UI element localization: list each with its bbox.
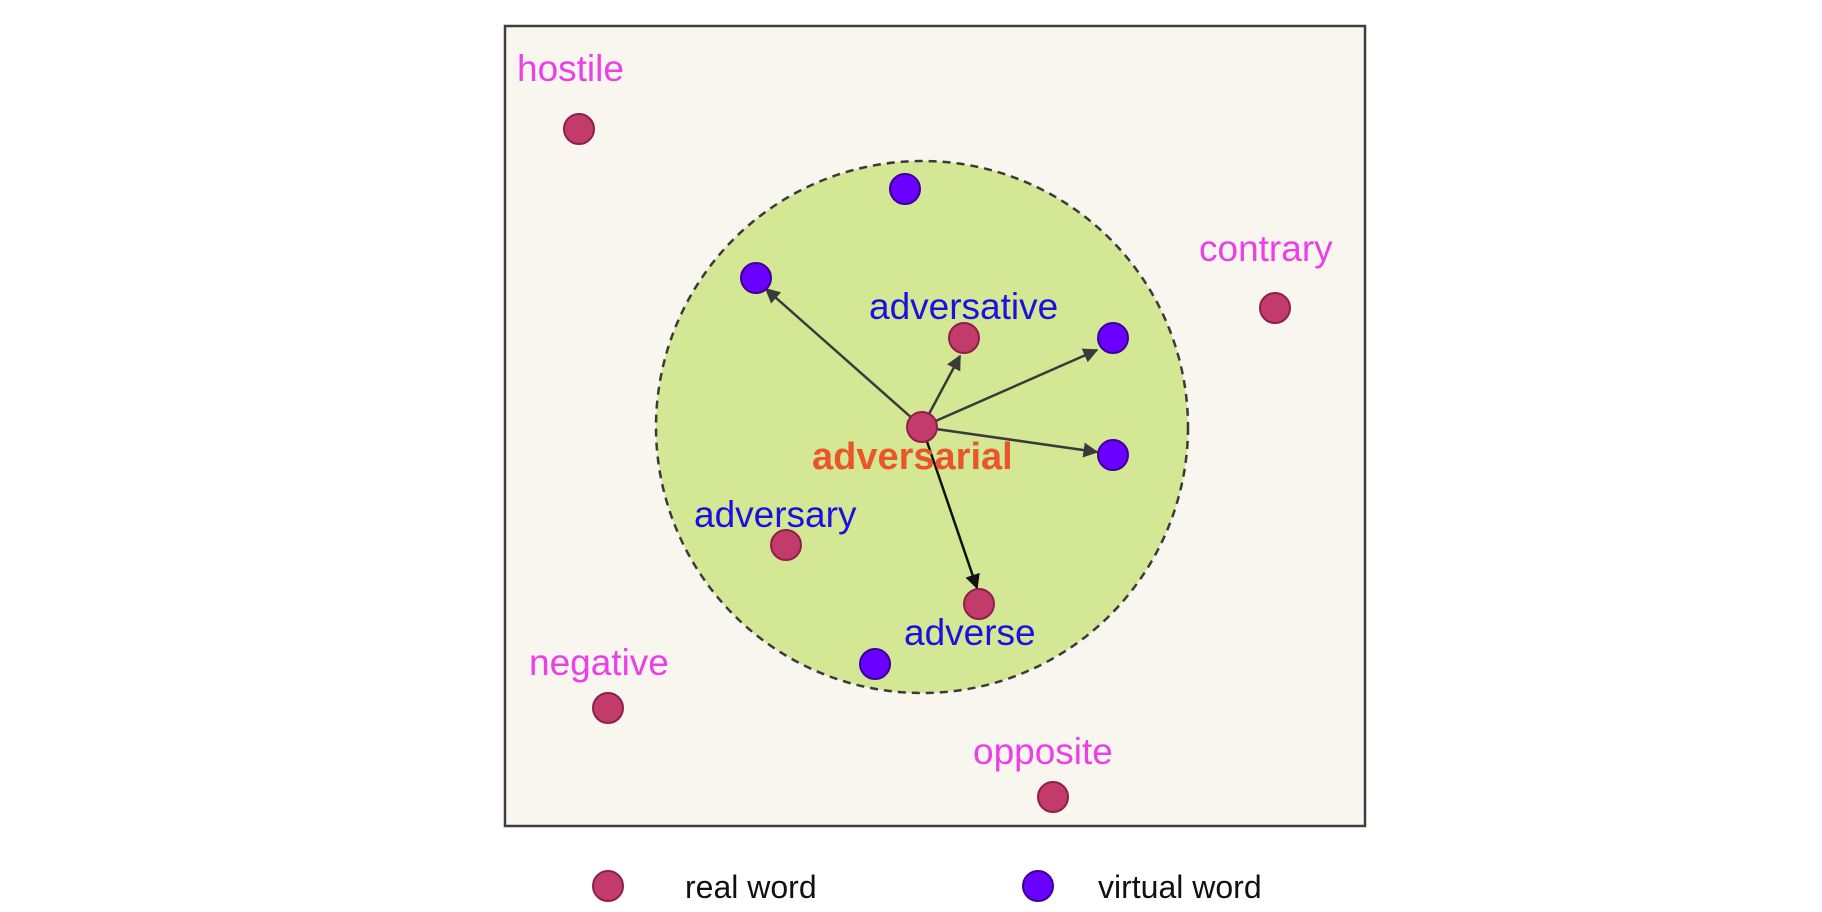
label-adversative: adversative [869, 286, 1058, 327]
arrow-to-virtual-upper-left [764, 288, 923, 428]
legend: real word virtual word [592, 869, 1262, 905]
virtual-word-dot-top [889, 173, 921, 205]
real-word-dot-adverse [963, 588, 995, 620]
real-word-dot-adversary [770, 529, 802, 561]
arrow-to-adverse [920, 426, 980, 590]
label-negative: negative [529, 642, 669, 683]
arrow-to-virtual-right [921, 425, 1099, 458]
virtual-word-dot-upper-left [740, 262, 772, 294]
label-adversary: adversary [694, 494, 857, 535]
real-word-dot-opposite [1037, 781, 1069, 813]
arrow-to-virtual-right-upper [921, 348, 1099, 429]
arrows [764, 288, 1099, 590]
legend-real-word-label: real word [685, 869, 817, 905]
real-word-dot-contrary [1259, 292, 1291, 324]
real-word-dot-adversative [948, 322, 980, 354]
real-word-dots [563, 113, 1291, 813]
virtual-word-dot-bottom [859, 648, 891, 680]
real-word-dot-hostile [563, 113, 595, 145]
label-adversarial: adversarial [812, 436, 1013, 478]
label-adverse: adverse [904, 612, 1036, 653]
legend-virtual-word-label: virtual word [1098, 869, 1262, 905]
virtual-word-dots [740, 173, 1129, 680]
virtual-word-dot-right [1097, 439, 1129, 471]
label-hostile: hostile [517, 48, 624, 89]
real-word-dot-adversarial [906, 411, 938, 443]
label-contrary: contrary [1199, 228, 1333, 269]
virtual-word-dot-right-upper [1097, 322, 1129, 354]
legend-virtual-word-dot [1022, 870, 1054, 902]
real-word-dot-negative [592, 692, 624, 724]
label-opposite: opposite [973, 731, 1113, 772]
legend-real-word-dot [592, 870, 624, 902]
